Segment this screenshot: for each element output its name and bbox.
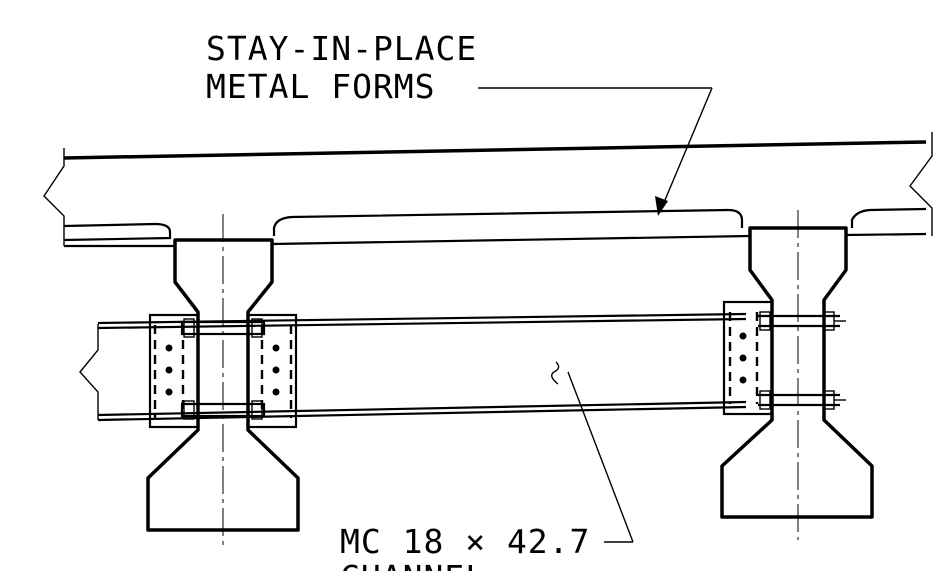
deck-slab [63, 140, 927, 248]
leader-metal-forms [478, 87, 713, 216]
leader-channel [551, 361, 634, 543]
connection-plate-right [722, 300, 774, 416]
label-forms-line1: STAY-IN-PLACE [206, 29, 477, 68]
label-forms-line2: METAL FORMS [206, 67, 436, 106]
connection-plate-left-b [246, 313, 298, 429]
through-bolts-right [758, 311, 846, 410]
channel-diaphragm [79, 312, 747, 422]
break-line-left [43, 148, 65, 246]
connection-plate-left-a [148, 313, 200, 429]
metal-form-panels [63, 207, 927, 242]
label-channel-line2: CHANNEL [340, 558, 486, 571]
girder-left [146, 238, 300, 532]
through-bolts-left [180, 318, 266, 420]
break-line-right [909, 132, 933, 236]
girder-right [720, 226, 874, 519]
label-channel-line1: MC 18 × 42.7 [340, 522, 590, 561]
